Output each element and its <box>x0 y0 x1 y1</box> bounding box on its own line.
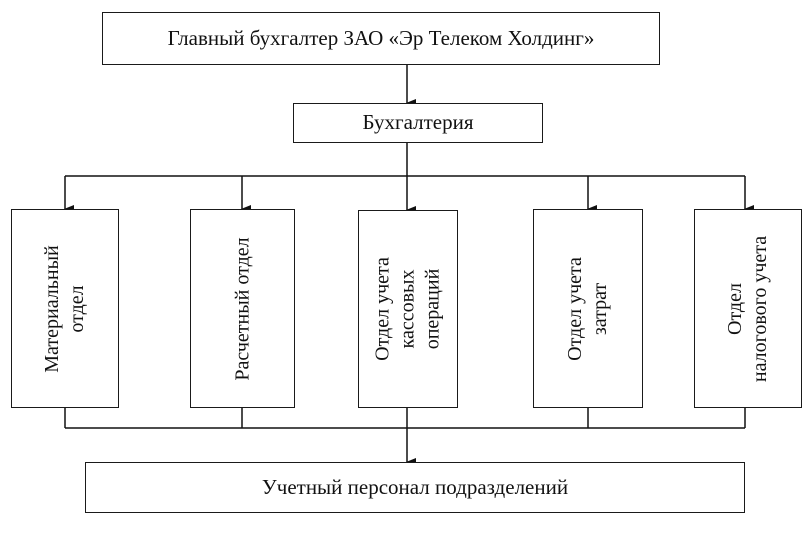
dept-label-settlement: Расчетный отдел <box>231 236 253 381</box>
dept-label-tax: Отдел налогового учета <box>724 235 771 382</box>
accounting-label: Бухгалтерия <box>362 110 474 135</box>
dept-label-cash: Отдел учета кассовых операций <box>371 257 444 361</box>
dept-label-costs: Отдел учета затрат <box>564 256 611 361</box>
dept-box-cash: Отдел учета кассовых операций <box>358 210 458 408</box>
personnel-box: Учетный персонал подразделений <box>85 462 745 513</box>
dept-box-costs: Отдел учета затрат <box>533 209 643 408</box>
accounting-box: Бухгалтерия <box>293 103 543 143</box>
dept-box-settlement: Расчетный отдел <box>190 209 295 408</box>
chief-accountant-label: Главный бухгалтер ЗАО «Эр Телеком Холдин… <box>167 25 595 50</box>
dept-label-material: Материальный отдел <box>41 244 88 373</box>
dept-box-material: Материальный отдел <box>11 209 119 408</box>
dept-box-tax: Отдел налогового учета <box>694 209 802 408</box>
personnel-label: Учетный персонал подразделений <box>261 474 569 499</box>
chief-accountant-box: Главный бухгалтер ЗАО «Эр Телеком Холдин… <box>102 12 660 65</box>
